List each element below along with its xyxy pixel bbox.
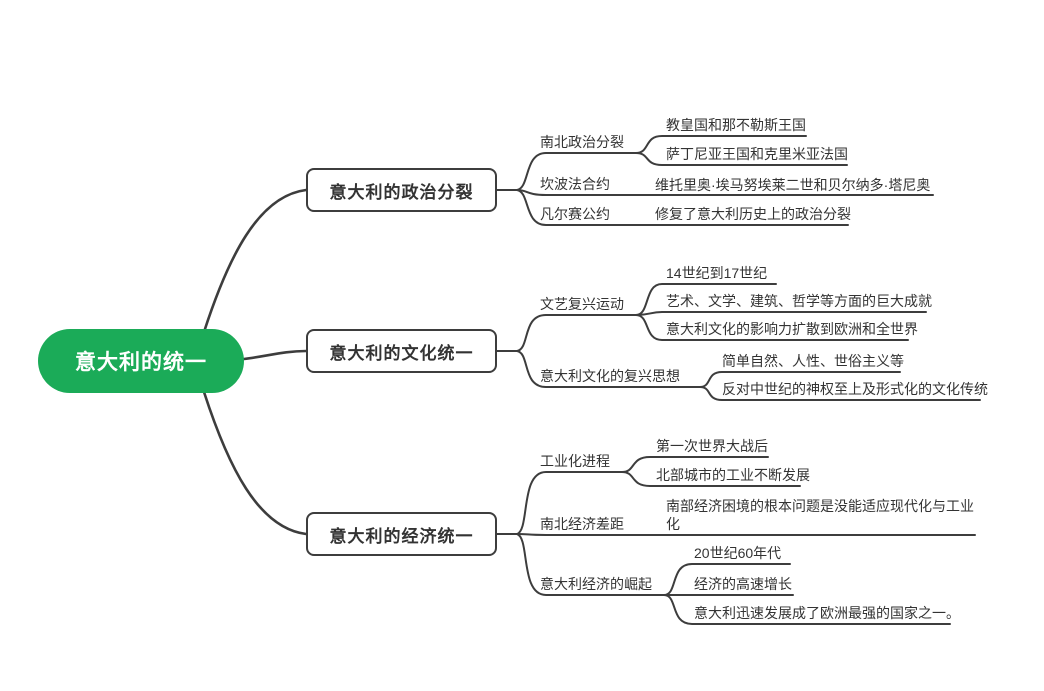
leaf-after-world-war-one[interactable]: 第一次世界大战后 [656, 438, 768, 454]
leaf-rapid-economic-growth[interactable]: 经济的高速增长 [694, 576, 792, 592]
subtopic-cultural-revival-thought[interactable]: 意大利文化的复兴思想 [540, 368, 680, 384]
leaf-repaired-political-division[interactable]: 修复了意大利历史上的政治分裂 [655, 206, 851, 222]
leaf-papal-states-naples-kingdom[interactable]: 教皇国和那不勒斯王国 [666, 117, 806, 133]
leaf-14th-to-17th-century[interactable]: 14世纪到17世纪 [666, 265, 768, 281]
branch-economic-unification[interactable]: 意大利的经济统一 [306, 512, 497, 556]
branch-political-division[interactable]: 意大利的政治分裂 [306, 168, 497, 212]
leaf-influence-spread-europe-world[interactable]: 意大利文化的影响力扩散到欧洲和全世界 [666, 321, 918, 337]
leaf-northern-industry-growth[interactable]: 北部城市的工业不断发展 [656, 467, 810, 483]
leaf-against-medieval-theocracy[interactable]: 反对中世纪的神权至上及形式化的文化传统 [722, 381, 988, 397]
subtopic-versailles-treaty[interactable]: 凡尔赛公约 [540, 206, 610, 222]
leaf-art-literature-achievements[interactable]: 艺术、文学、建筑、哲学等方面的巨大成就 [666, 293, 932, 309]
subtopic-economic-rise[interactable]: 意大利经济的崛起 [540, 576, 652, 592]
leaf-southern-economic-predicament[interactable]: 南部经济困境的根本问题是没能适应现代化与工业化 [666, 498, 974, 532]
subtopic-north-south-political-division[interactable]: 南北政治分裂 [540, 134, 624, 150]
leaf-simple-nature-secularism[interactable]: 简单自然、人性、世俗主义等 [722, 353, 904, 369]
root-topic-node[interactable]: 意大利的统一 [38, 329, 244, 393]
leaf-strongest-country-europe[interactable]: 意大利迅速发展成了欧洲最强的国家之一。 [694, 605, 960, 621]
branch-cultural-unification[interactable]: 意大利的文化统一 [306, 329, 497, 373]
subtopic-campo-formio-treaty[interactable]: 坎波法合约 [540, 176, 610, 192]
subtopic-north-south-economic-gap[interactable]: 南北经济差距 [540, 516, 624, 532]
subtopic-renaissance-movement[interactable]: 文艺复兴运动 [540, 296, 624, 312]
subtopic-industrialization-process[interactable]: 工业化进程 [540, 453, 610, 469]
leaf-sardinia-crimea-kingdom[interactable]: 萨丁尼亚王国和克里米亚法国 [666, 146, 848, 162]
leaf-vittorio-emanuele-bernardo[interactable]: 维托里奥·埃马努埃莱二世和贝尔纳多·塔尼奥 [655, 177, 931, 193]
leaf-1960s[interactable]: 20世纪60年代 [694, 545, 782, 561]
